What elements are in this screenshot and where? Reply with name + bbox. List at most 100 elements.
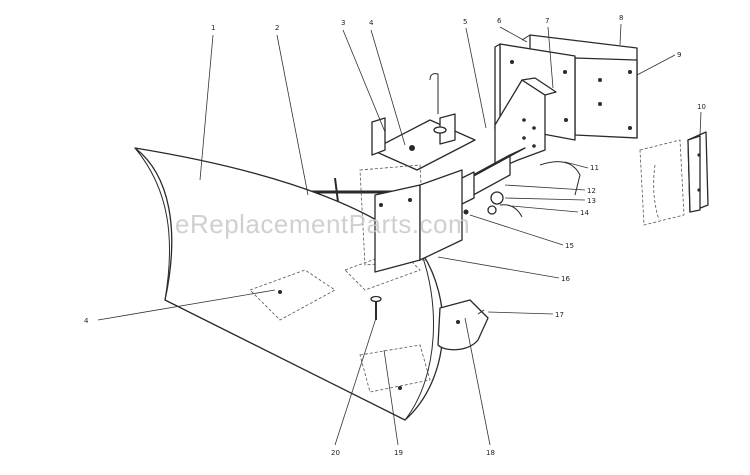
blade-left-curl <box>134 147 171 301</box>
ghost-bracket <box>639 139 685 226</box>
leader-15 <box>469 214 564 246</box>
bracket-hole <box>697 188 701 192</box>
hardware <box>463 161 581 218</box>
pivot-left-ear <box>371 117 386 156</box>
callout-4-lower: 4 <box>84 317 89 325</box>
leader-lines <box>97 23 702 446</box>
blade-bracket-hole <box>408 198 412 202</box>
plate-hole <box>598 78 602 82</box>
leader-6 <box>499 26 528 43</box>
leader-9 <box>636 54 676 76</box>
leader-12 <box>504 184 586 191</box>
leader-4b <box>97 289 276 321</box>
washer <box>490 191 504 205</box>
plate-hole <box>628 70 632 74</box>
leader-18 <box>464 317 491 446</box>
leader-16 <box>437 256 560 279</box>
frame-hole <box>532 144 536 148</box>
callout-20: 20 <box>331 449 340 457</box>
leader-19 <box>383 349 399 446</box>
plate-hole <box>598 102 602 106</box>
blade-face <box>134 147 444 421</box>
callout-13: 13 <box>587 197 596 205</box>
blade-hole <box>278 290 282 294</box>
callout-4: 4 <box>369 19 374 27</box>
nut <box>487 205 497 215</box>
skid-shoe <box>437 299 489 351</box>
callout-5: 5 <box>463 18 467 26</box>
leader-13 <box>504 197 586 201</box>
lift-pin <box>429 73 439 114</box>
side-plate <box>574 57 638 139</box>
callout-14: 14 <box>580 209 589 217</box>
callout-numbers: 1 2 3 4 5 6 7 8 9 10 11 12 13 14 15 16 1… <box>84 14 706 457</box>
hidden-lower-plate <box>359 344 431 393</box>
callout-2: 2 <box>275 24 279 32</box>
watermark: eReplacementParts.com <box>175 209 470 239</box>
front-plate-edge <box>494 43 501 130</box>
callout-9: 9 <box>677 51 681 59</box>
frame-hole <box>522 118 526 122</box>
cotter-pin <box>499 204 523 218</box>
leader-20 <box>334 317 377 446</box>
leader-8 <box>619 23 622 46</box>
blade-bracket-side <box>419 169 463 261</box>
bracket-flange <box>687 135 701 213</box>
callout-18: 18 <box>486 449 495 457</box>
leader-17 <box>487 311 554 315</box>
callout-3: 3 <box>341 19 345 27</box>
callout-19: 19 <box>394 449 403 457</box>
callout-17: 17 <box>555 311 564 319</box>
leader-2 <box>276 34 309 196</box>
leader-10 <box>699 111 702 136</box>
plate-hole <box>628 126 632 130</box>
ghost-hook <box>653 164 660 221</box>
frame-top-edge <box>521 77 557 96</box>
callout-12: 12 <box>587 187 596 195</box>
pivot-hole <box>409 145 415 151</box>
blade-hole <box>398 386 402 390</box>
rod-pin <box>334 177 339 203</box>
push-frame-bracket <box>494 77 557 171</box>
blade-bracket-hole <box>379 203 383 207</box>
leader-4 <box>370 29 406 146</box>
callout-11: 11 <box>590 164 599 172</box>
side-bracket <box>687 131 709 213</box>
callout-6: 6 <box>497 17 502 25</box>
blade-right-curl <box>404 249 435 421</box>
pivot-base <box>371 119 476 171</box>
frame-hole <box>532 126 536 130</box>
callout-10: 10 <box>697 103 706 111</box>
skid-shoe-body <box>437 299 489 351</box>
callout-7: 7 <box>545 17 549 25</box>
hidden-pivot-outline <box>359 164 426 266</box>
rear-plate-edge <box>521 34 531 41</box>
leader-1 <box>199 34 214 181</box>
plate-hole <box>563 70 567 74</box>
plate-hole <box>510 60 514 64</box>
leader-11 <box>564 161 589 169</box>
frame-hole <box>522 136 526 140</box>
blade-pivot-bracket <box>374 169 463 273</box>
bolt-head-20 <box>370 295 382 303</box>
plow-blade <box>134 147 444 421</box>
leader-14 <box>511 205 579 213</box>
ghost-bracket-outline <box>639 139 685 226</box>
skid-bolt <box>477 309 485 315</box>
leader-7 <box>547 26 554 89</box>
plate-hole <box>564 118 568 122</box>
hidden-mount-plate-2 <box>344 249 421 291</box>
callout-15: 15 <box>565 242 574 250</box>
pivot-bracket <box>371 73 476 171</box>
callout-16: 16 <box>561 275 570 283</box>
hidden-mount-plate <box>249 269 336 321</box>
leader-5 <box>465 27 487 129</box>
skid-hole <box>456 320 460 324</box>
pivot-right-ear <box>439 113 456 145</box>
bracket-hole <box>697 153 701 157</box>
hairpin-clip <box>539 161 581 196</box>
pin-washer <box>433 126 447 134</box>
bolt-head <box>463 209 469 215</box>
